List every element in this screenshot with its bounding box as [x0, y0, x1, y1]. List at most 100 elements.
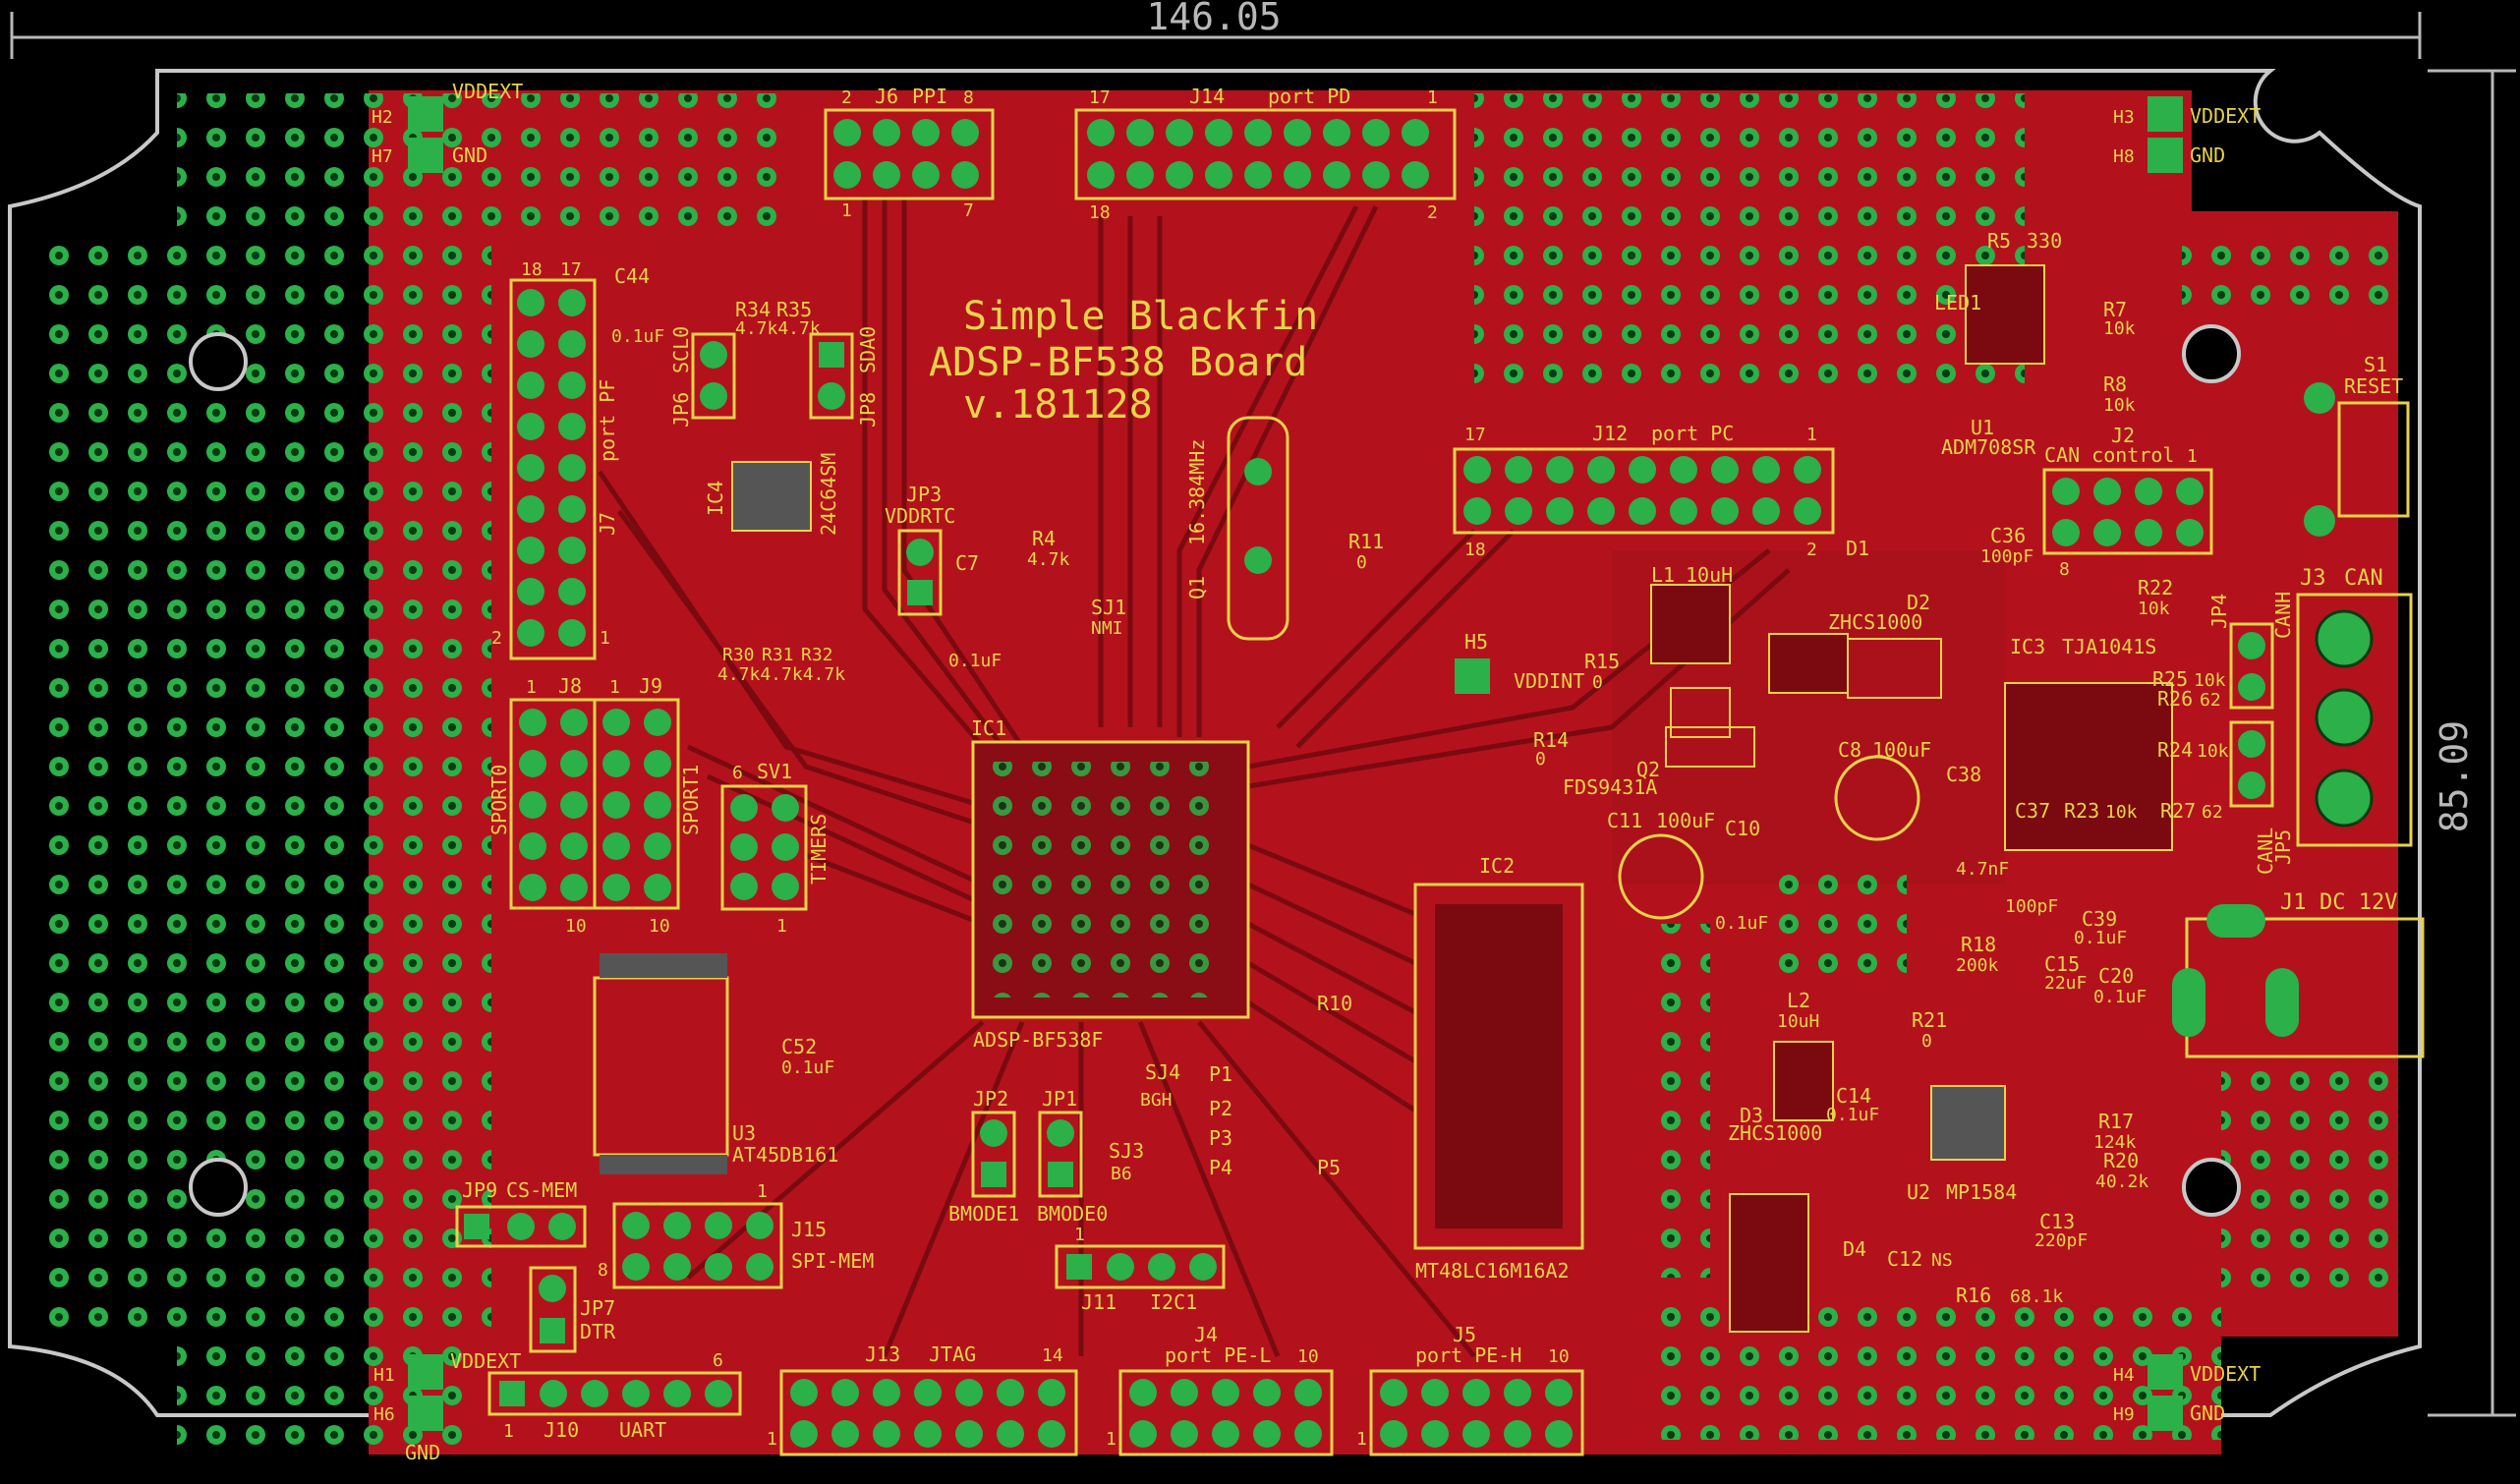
p4-label: P4	[1209, 1156, 1232, 1179]
header-j12[interactable]: J12 port PC 17 1 18 2	[1453, 422, 1835, 560]
header-j2[interactable]: J2 CAN control 1 8	[2042, 424, 2213, 580]
j13-pin14: 14	[1042, 1345, 1063, 1366]
j1-ref: J1	[2280, 890, 2307, 915]
ic3-ref: IC3	[2010, 635, 2045, 658]
r14-ref: R14	[1533, 728, 1569, 752]
header-j10-uart[interactable]: 6 1 J10 UART	[487, 1350, 742, 1442]
jp8-ref: JP8	[856, 392, 880, 428]
h8-gnd: GND	[2190, 143, 2225, 167]
header-j14[interactable]: J14 port PD 17 1 18 2	[1074, 85, 1457, 223]
header-j7[interactable]: 18 17 2 1 port PF J7	[491, 259, 619, 660]
header-j15-spimem[interactable]: 1 8 J15 SPI-MEM	[598, 1181, 874, 1289]
j1-name: DC 12V	[2320, 890, 2397, 915]
j7-name: port PF	[596, 379, 619, 462]
mounting-hole-tr	[2182, 324, 2241, 383]
j12-pin2: 2	[1806, 540, 1817, 560]
r23-value: 10k	[2105, 802, 2138, 823]
sv1-pin1: 1	[776, 916, 787, 937]
h5-vddint: VDDINT	[1514, 669, 1584, 693]
u3-name: AT45DB161	[732, 1143, 838, 1167]
u1-ref: U1	[1971, 416, 1994, 439]
power-section	[1618, 264, 2173, 1333]
c15-ref: C15	[2044, 952, 2080, 976]
c36-value: 100pF	[1980, 546, 2033, 567]
r17-ref: R17	[2098, 1110, 2134, 1133]
h2-vddext: VDDEXT	[452, 80, 523, 103]
jp3-ref: JP3	[906, 483, 942, 506]
h6-label: H6	[373, 1404, 395, 1425]
j14-pin2: 2	[1427, 202, 1438, 223]
c44-value: 0.1uF	[611, 326, 664, 347]
j5-name: port PE-H	[1415, 1343, 1521, 1367]
sj3-ref: SJ3	[1109, 1139, 1144, 1163]
j11-pin1: 1	[1074, 1225, 1085, 1245]
jp4-name: CANH	[2271, 592, 2295, 639]
j10-pin1: 1	[503, 1421, 514, 1442]
jumpers-bmode[interactable]: JP2 JP1 BMODE1 BMODE0	[948, 1087, 1108, 1226]
j2-name: CAN control	[2044, 443, 2174, 467]
jumper-jp9-csmem[interactable]: JP9 CS-MEM	[455, 1178, 587, 1248]
r11-ref: R11	[1348, 530, 1384, 553]
r26-ref: R26	[2157, 687, 2193, 711]
jumpers-can[interactable]: JP4 CANH JP5 CANL	[2207, 592, 2295, 875]
r32-refs: R32	[801, 645, 833, 665]
jp6-name: SCL0	[669, 326, 693, 373]
ic3-name: TJA1041S	[2062, 635, 2156, 658]
j6-ref: J6	[875, 85, 898, 108]
j6-name: PPI	[912, 85, 947, 108]
j6-pin1: 1	[841, 200, 852, 221]
j9-pin10: 10	[649, 916, 670, 937]
j15-name: SPI-MEM	[791, 1249, 874, 1273]
r35-ref: R35	[776, 298, 812, 321]
jp2-name: BMODE1	[948, 1202, 1019, 1226]
header-j6[interactable]: J6 PPI 2 8 1 7	[824, 85, 995, 221]
dimension-width-label: 146.05	[1146, 0, 1281, 38]
j2-pin8: 8	[2059, 559, 2070, 580]
board-outline	[8, 69, 2422, 1417]
jumpers-i2c[interactable]: JP6 SCL0 JP8 SDA0	[669, 326, 880, 428]
j15-pin8: 8	[598, 1260, 608, 1281]
j10-ref: J10	[544, 1418, 579, 1442]
j12-pin1: 1	[1806, 425, 1817, 445]
c7-value: 0.1uF	[948, 651, 1002, 671]
j8-pin10: 10	[565, 916, 587, 937]
j12-pin17: 17	[1464, 425, 1486, 445]
j11-name: I2C1	[1150, 1290, 1197, 1314]
header-j4-pel[interactable]: J4 port PE-L 10 1	[1106, 1323, 1334, 1456]
connector-j1-dc[interactable]: J1 DC 12V	[2172, 890, 2425, 1058]
jp8-name: SDA0	[856, 326, 880, 373]
ic2-ref: IC2	[1479, 854, 1515, 878]
switch-s1-reset[interactable]: S1 RESET	[2304, 353, 2410, 537]
j6-pin2: 2	[841, 87, 852, 108]
j11-ref: J11	[1081, 1290, 1117, 1314]
jp1-ref: JP1	[1042, 1087, 1077, 1111]
h7-gnd: GND	[452, 143, 487, 167]
j8-ref: J8	[558, 674, 582, 698]
h1-vddext: VDDEXT	[450, 1349, 521, 1373]
j14-pin17: 17	[1089, 87, 1111, 108]
jumper-jp3-vddrtc[interactable]: JP3 VDDRTC	[885, 483, 955, 616]
r34-ref: R34	[735, 298, 771, 321]
r21-value: 0	[1921, 1031, 1932, 1052]
header-j5-peh[interactable]: J5 port PE-H 10 1	[1356, 1323, 1584, 1456]
j2-ref: J2	[2111, 424, 2135, 447]
r26-value: 62	[2200, 690, 2221, 711]
h4-vddext: VDDEXT	[2190, 1362, 2261, 1386]
c8-ref: C8	[1838, 738, 1861, 762]
mounting-hole-br	[2182, 1158, 2241, 1217]
jumper-jp7-dtr[interactable]: JP7 DTR	[529, 1266, 616, 1353]
header-sv1-timers[interactable]: 6 SV1 1 TIMERS	[720, 760, 830, 937]
header-j13-jtag[interactable]: J13 JTAG 14 1	[767, 1342, 1078, 1456]
header-j11-i2c1[interactable]: 1 J11 I2C1	[1055, 1225, 1226, 1314]
mounting-hole-tl	[189, 332, 248, 391]
j2-pin1: 1	[2187, 446, 2198, 467]
j7-pin18: 18	[521, 259, 543, 280]
r22-value: 10k	[2138, 599, 2170, 619]
ic4-ref: IC4	[704, 481, 727, 516]
board-title-line3: v.181128	[963, 382, 1153, 428]
header-j8-j9[interactable]: 1 J8 1 J9 10 10 SPORT0 SPORT1	[487, 674, 703, 937]
j13-pin1: 1	[767, 1429, 777, 1450]
jp1-name: BMODE0	[1037, 1202, 1108, 1226]
connector-j3-can[interactable]: J3 CAN	[2296, 566, 2413, 847]
h7-label: H7	[372, 146, 393, 167]
